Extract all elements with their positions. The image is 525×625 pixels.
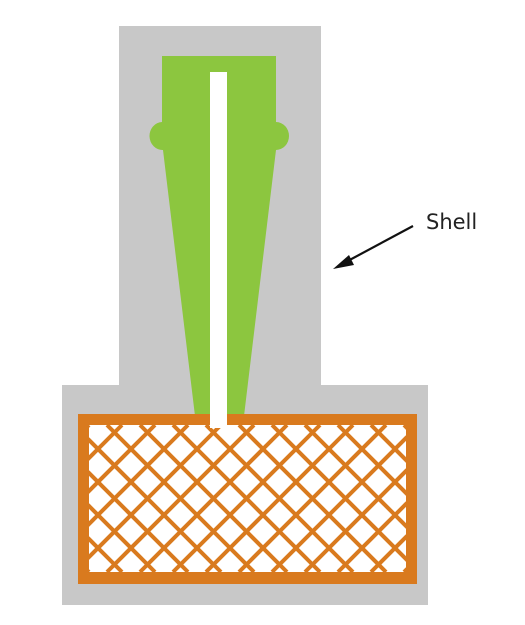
- lattice-line: [369, 425, 406, 463]
- shell-arrow-head: [333, 255, 354, 269]
- infill-lattice: [89, 425, 525, 572]
- shell-arrow-line: [343, 225, 414, 264]
- lattice-line: [336, 501, 406, 572]
- lattice-line: [369, 534, 406, 572]
- lattice-line: [470, 425, 525, 572]
- lattice-line: [336, 425, 406, 496]
- lattice-line: [303, 468, 406, 572]
- lattice-line: [503, 425, 525, 572]
- center-channel: [210, 72, 227, 428]
- lattice-line: [503, 425, 525, 572]
- shell-label: Shell: [426, 210, 477, 234]
- lattice-line: [437, 425, 525, 572]
- lattice-line: [437, 425, 525, 572]
- lattice-line: [470, 425, 525, 572]
